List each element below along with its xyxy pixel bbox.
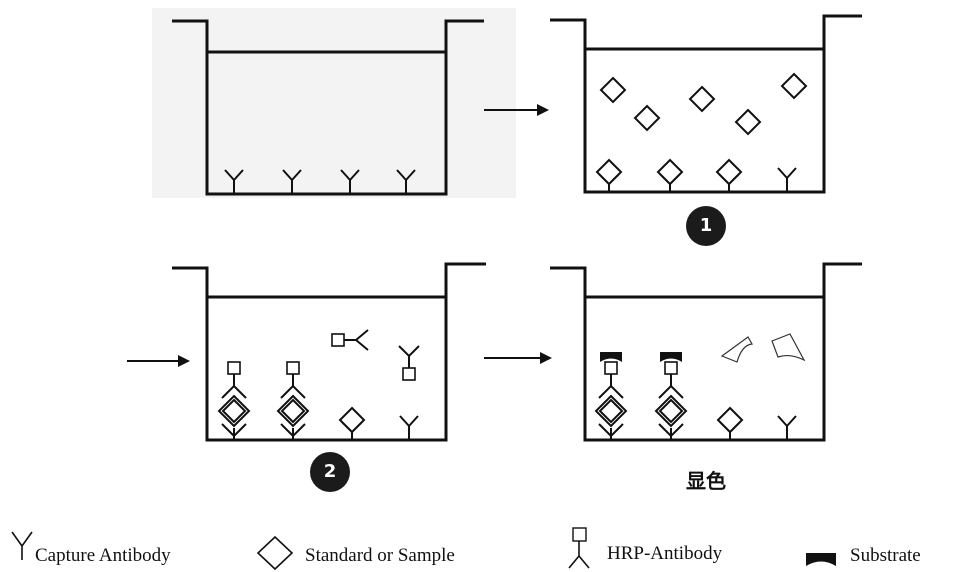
step-1-badge: 1: [686, 206, 726, 246]
color-development-label: 显色: [686, 469, 726, 493]
well-panel-1: [152, 8, 516, 198]
arrow-step-3: [484, 352, 552, 364]
legend-substrate: Substrate: [850, 545, 921, 566]
capture-antibody-icon: [11, 531, 33, 560]
substrate-icon: [806, 553, 836, 566]
arrow-step-1: [484, 104, 549, 116]
legend-hrp-antibody: HRP-Antibody: [607, 543, 723, 564]
well-panel-3: [172, 262, 486, 442]
well-panel-4: [550, 262, 862, 442]
well-panel-2: [550, 14, 862, 194]
legend-standard-or-sample: Standard or Sample: [305, 545, 455, 566]
legend-capture-antibody: Capture Antibody: [35, 545, 171, 566]
hrp-antibody-icon: [568, 527, 590, 569]
arrow-into-step-2: [127, 355, 190, 367]
step-2-badge: 2: [310, 452, 350, 492]
diamond-icon: [256, 535, 294, 571]
